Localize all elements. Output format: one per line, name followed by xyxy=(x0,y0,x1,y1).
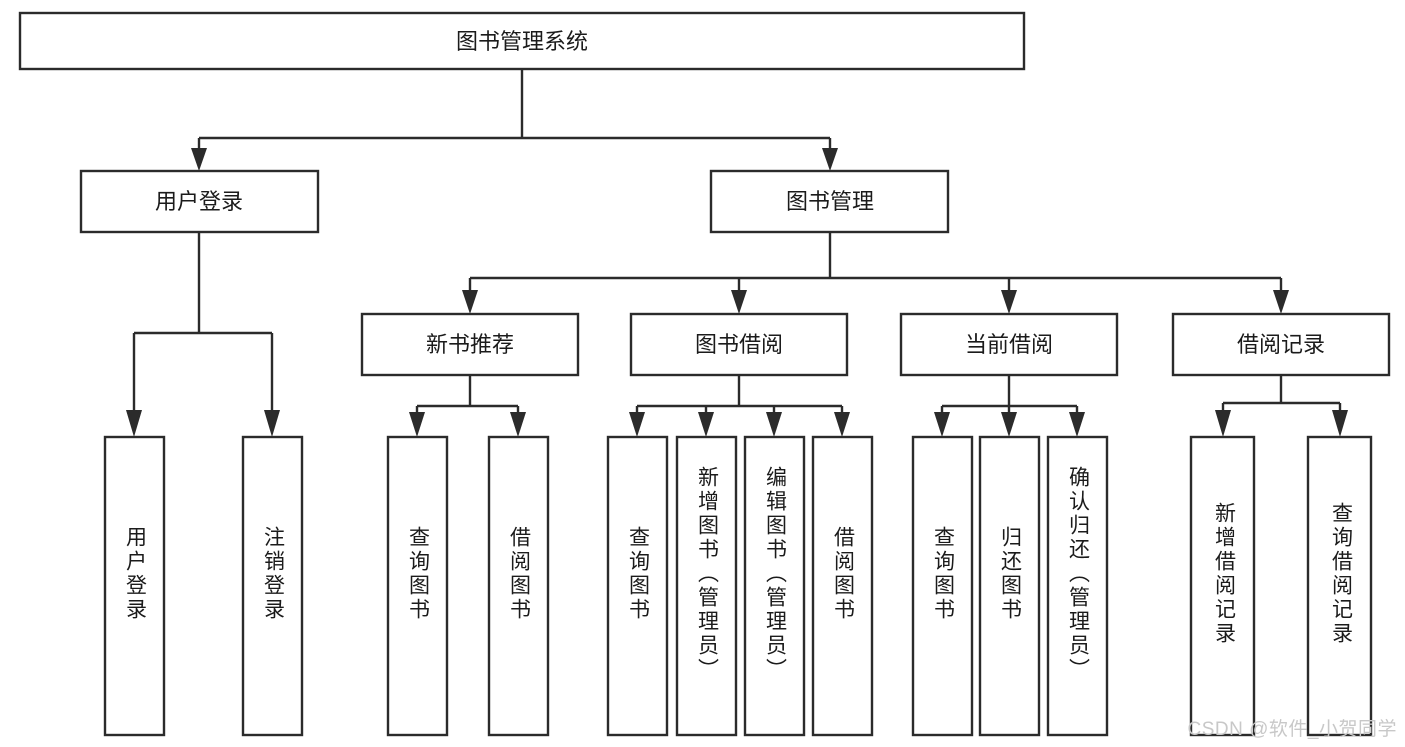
leaf-query-borrow-record-box[interactable] xyxy=(1306,435,1373,737)
leaf-user-login[interactable]: 用户登录 xyxy=(103,435,166,737)
leaf-user-login-label: 用户登录 xyxy=(123,526,147,622)
node-borrow-record[interactable]: 借阅记录 xyxy=(1171,312,1391,377)
leaf-borrow-book-2[interactable]: 借阅图书 xyxy=(811,435,874,737)
arrow-bm-to-new-book-recommend xyxy=(462,290,478,314)
node-book-management[interactable]: 图书管理 xyxy=(709,169,950,234)
node-book-management-label: 图书管理 xyxy=(786,189,874,214)
leaf-borrow-book-1-label: 借阅图书 xyxy=(507,526,531,622)
csdn-watermark: CSDN @软件_小贺同学 xyxy=(1187,719,1397,740)
arrow-current-borrow-leaf-1 xyxy=(934,412,950,437)
arrow-bm-to-current-borrow xyxy=(1001,290,1017,314)
leaf-query-book-3-box[interactable] xyxy=(911,435,974,737)
arrow-book-borrow-leaf-2 xyxy=(698,412,714,437)
leaf-borrow-book-1[interactable]: 借阅图书 xyxy=(487,435,550,737)
leaf-add-borrow-record-box[interactable] xyxy=(1189,435,1256,737)
arrow-borrow-record-leaf-2 xyxy=(1332,410,1348,437)
leaf-query-book-1-label: 查询图书 xyxy=(406,526,430,622)
leaf-add-book-admin[interactable]: 新增图书（管理员） xyxy=(675,435,738,737)
leaf-confirm-return-admin[interactable]: 确认归还（管理员） xyxy=(1046,435,1109,737)
leaf-user-login-box[interactable] xyxy=(103,435,166,737)
leaf-edit-book-admin[interactable]: 编辑图书（管理员） xyxy=(743,435,806,737)
arrow-current-borrow-leaf-3 xyxy=(1069,412,1085,437)
node-root-label: 图书管理系统 xyxy=(456,29,588,54)
node-new-book-recommend[interactable]: 新书推荐 xyxy=(360,312,580,377)
node-current-borrow-box[interactable] xyxy=(899,312,1119,377)
arrow-borrow-record-leaf-1 xyxy=(1215,410,1231,437)
arrow-user-login-leaf-2 xyxy=(264,410,280,437)
leaf-return-book-box[interactable] xyxy=(978,435,1041,737)
leaf-query-book-2[interactable]: 查询图书 xyxy=(606,435,669,737)
node-new-book-recommend-box[interactable] xyxy=(360,312,580,377)
node-new-book-recommend-label: 新书推荐 xyxy=(426,332,514,357)
node-user-login-box[interactable] xyxy=(79,169,320,234)
leaf-logout-login-label: 注销登录 xyxy=(261,526,285,622)
node-book-borrow[interactable]: 图书借阅 xyxy=(629,312,849,377)
leaf-edit-book-admin-label: 编辑图书（管理员） xyxy=(763,466,787,682)
arrow-root-to-user-login xyxy=(191,148,207,171)
leaf-borrow-book-1-box[interactable] xyxy=(487,435,550,737)
arrow-new-book-leaf-2 xyxy=(510,412,526,437)
leaf-query-borrow-record[interactable]: 查询借阅记录 xyxy=(1306,435,1373,737)
arrow-bm-to-borrow-record xyxy=(1273,290,1289,314)
arrow-root-to-book-management xyxy=(822,148,838,171)
node-book-borrow-box[interactable] xyxy=(629,312,849,377)
node-user-login[interactable]: 用户登录 xyxy=(79,169,320,234)
leaf-add-book-admin-label: 新增图书（管理员） xyxy=(695,466,719,682)
leaf-query-borrow-record-label: 查询借阅记录 xyxy=(1329,502,1353,646)
leaf-return-book-label: 归还图书 xyxy=(998,526,1022,622)
node-book-management-box[interactable] xyxy=(709,169,950,234)
leaf-borrow-book-2-label: 借阅图书 xyxy=(831,526,855,622)
leaf-confirm-return-admin-box[interactable] xyxy=(1046,435,1109,737)
node-user-login-label: 用户登录 xyxy=(155,189,243,214)
connector-layer xyxy=(126,69,1348,437)
leaf-query-book-3-label: 查询图书 xyxy=(931,526,955,622)
node-current-borrow-label: 当前借阅 xyxy=(965,332,1053,357)
arrow-book-borrow-leaf-3 xyxy=(766,412,782,437)
arrow-book-borrow-leaf-4 xyxy=(834,412,850,437)
arrow-book-borrow-leaf-1 xyxy=(629,412,645,437)
node-book-borrow-label: 图书借阅 xyxy=(695,332,783,357)
node-current-borrow[interactable]: 当前借阅 xyxy=(899,312,1119,377)
node-borrow-record-label: 借阅记录 xyxy=(1237,332,1325,357)
leaf-query-book-2-label: 查询图书 xyxy=(626,526,650,622)
arrow-current-borrow-leaf-2 xyxy=(1001,412,1017,437)
leaf-logout-login[interactable]: 注销登录 xyxy=(241,435,304,737)
leaf-logout-login-box[interactable] xyxy=(241,435,304,737)
arrow-new-book-leaf-1 xyxy=(409,412,425,437)
leaf-query-book-3[interactable]: 查询图书 xyxy=(911,435,974,737)
leaf-query-book-1[interactable]: 查询图书 xyxy=(386,435,449,737)
leaf-add-borrow-record[interactable]: 新增借阅记录 xyxy=(1189,435,1256,737)
node-root[interactable]: 图书管理系统 xyxy=(18,11,1026,71)
leaf-add-book-admin-box[interactable] xyxy=(675,435,738,737)
leaf-add-borrow-record-label: 新增借阅记录 xyxy=(1212,502,1236,646)
leaf-return-book[interactable]: 归还图书 xyxy=(978,435,1041,737)
leaf-query-book-2-box[interactable] xyxy=(606,435,669,737)
leaf-borrow-book-2-box[interactable] xyxy=(811,435,874,737)
leaf-query-book-1-box[interactable] xyxy=(386,435,449,737)
arrow-bm-to-book-borrow xyxy=(731,290,747,314)
leaf-confirm-return-admin-label: 确认归还（管理员） xyxy=(1066,466,1090,682)
node-root-box[interactable] xyxy=(18,11,1026,71)
node-borrow-record-box[interactable] xyxy=(1171,312,1391,377)
leaf-edit-book-admin-box[interactable] xyxy=(743,435,806,737)
arrow-user-login-leaf-1 xyxy=(126,410,142,437)
